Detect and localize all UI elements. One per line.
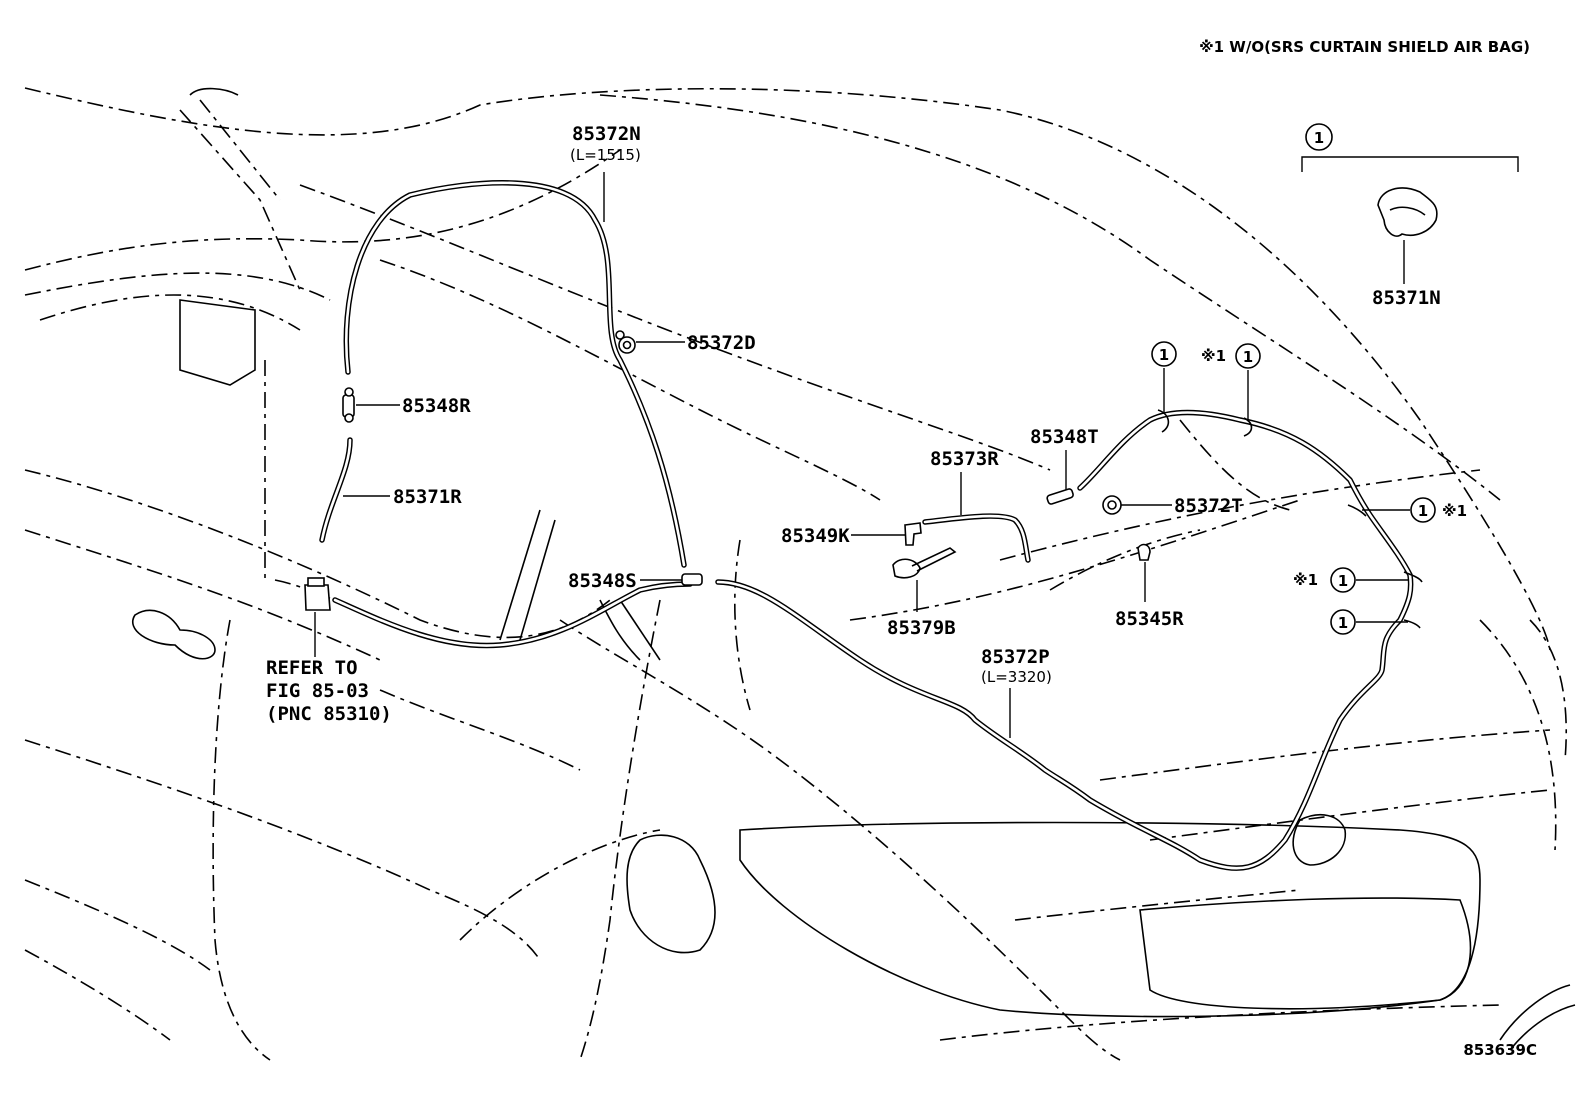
circle-marker-legend: 1 [1305, 123, 1333, 151]
vehicle-body-solid [132, 87, 1576, 1051]
circle-markers: 1 1 1 1 1 1 [1151, 123, 1436, 635]
refer-line-1: REFER TO [266, 657, 358, 679]
svg-text:1: 1 [1159, 346, 1169, 364]
label-85379B: 85379B [887, 617, 956, 639]
vehicle-body-outline [24, 87, 1568, 1061]
connector-85348T-shape [1046, 488, 1074, 505]
circle-marker-d: 1 [1330, 567, 1356, 593]
label-85371R: 85371R [393, 486, 462, 508]
label-85348R: 85348R [402, 395, 471, 417]
note-mark-c: ※1 [1293, 571, 1318, 589]
circle-marker-b: 1 [1235, 343, 1261, 369]
svg-text:1: 1 [1243, 348, 1253, 366]
note-marks: ※1 ※1 ※1 [1201, 347, 1467, 589]
svg-text:1: 1 [1314, 129, 1324, 147]
part-labels: 85372N (L=1515) 85372D 85348R 85371R 853… [393, 123, 1441, 686]
refer-line-3: (PNC 85310) [266, 703, 392, 725]
label-85345R: 85345R [1115, 608, 1184, 630]
label-85372P: 85372P [981, 646, 1050, 668]
label-85372N-length: (L=1515) [570, 146, 641, 164]
refer-to-note: REFER TO FIG 85-03 (PNC 85310) [266, 657, 392, 725]
circle-marker-c: 1 [1410, 497, 1436, 523]
label-85371N: 85371N [1372, 287, 1441, 309]
label-85348T: 85348T [1030, 426, 1099, 448]
label-85372N: 85372N [572, 123, 641, 145]
header-note: ※1 W/O(SRS CURTAIN SHIELD AIR BAG) [1199, 38, 1530, 56]
label-85348S: 85348S [568, 570, 637, 592]
clip-85345R-shape [1137, 543, 1151, 561]
washer-hoses [319, 180, 1414, 871]
pump-shape [304, 584, 331, 611]
svg-text:1: 1 [1418, 502, 1428, 520]
label-85349K: 85349K [781, 525, 850, 547]
circle-marker-e: 1 [1330, 609, 1356, 635]
label-85372D: 85372D [687, 332, 756, 354]
nozzle-85379B-shape [892, 558, 921, 579]
label-85372P-length: (L=3320) [981, 668, 1052, 686]
figure-id: 853639C [1463, 1041, 1537, 1059]
svg-text:1: 1 [1338, 572, 1348, 590]
connector-85348S-shape [681, 573, 703, 586]
joint-85349K-shape [904, 522, 922, 546]
clip-85371N-shape [1377, 187, 1438, 237]
svg-text:1: 1 [1338, 614, 1348, 632]
label-85372T: 85372T [1174, 495, 1243, 517]
leader-lines [314, 156, 1519, 738]
hose-clip-markers [1157, 409, 1423, 629]
label-85373R: 85373R [930, 448, 999, 470]
note-mark-a: ※1 [1201, 347, 1226, 365]
circle-marker-a: 1 [1151, 341, 1177, 367]
small-parts [304, 187, 1438, 611]
note-mark-b: ※1 [1442, 502, 1467, 520]
refer-line-2: FIG 85-03 [266, 680, 369, 702]
